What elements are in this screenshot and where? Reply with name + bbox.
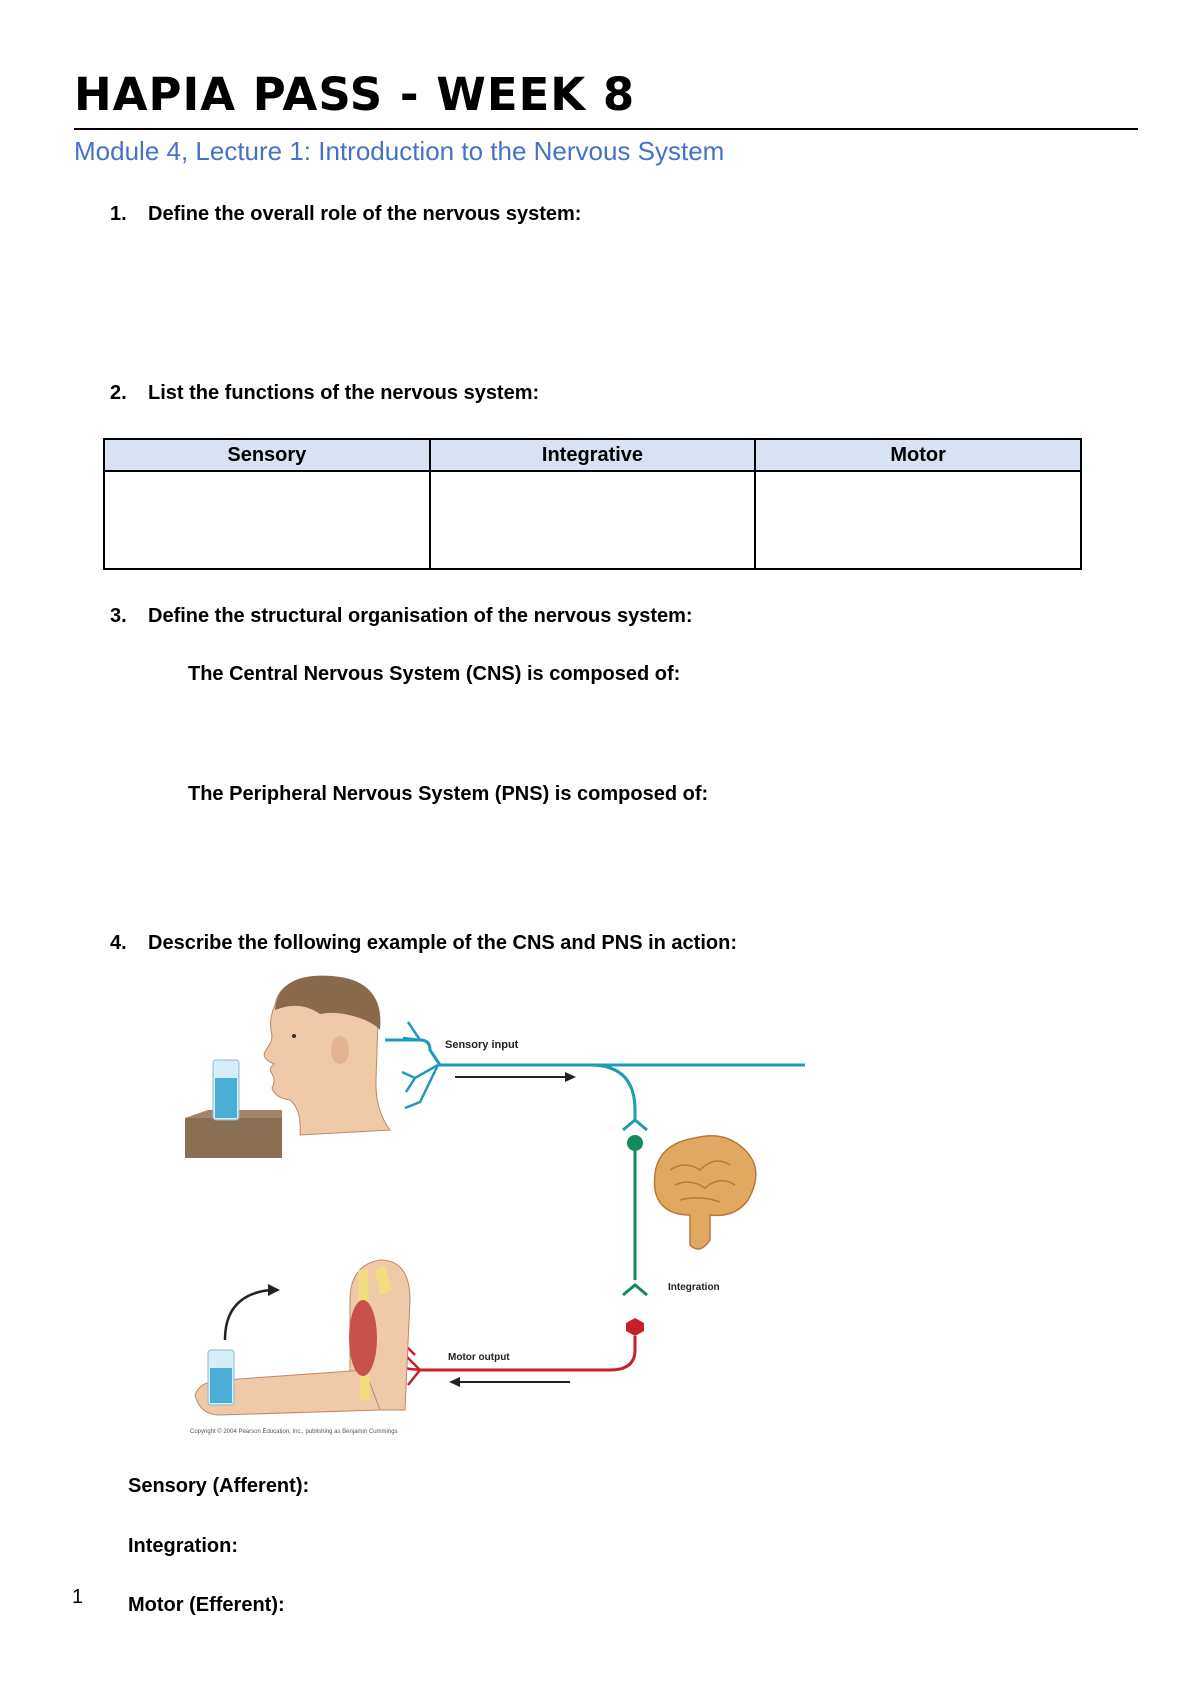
page-title: HAPIA PASS - WEEK 8 [74, 68, 636, 121]
table-header-integrative: Integrative [428, 438, 757, 472]
page-number: 1 [72, 1586, 84, 1608]
title-divider [74, 128, 1138, 130]
movement-arrow-head [268, 1284, 280, 1296]
question-text: Define the overall role of the nervous s… [148, 203, 582, 225]
pns-prompt: The Peripheral Nervous System (PNS) is c… [188, 783, 709, 805]
question-number: 3. [110, 605, 127, 627]
answer-integration: Integration: [128, 1535, 238, 1557]
question-1: 1. Define the overall role of the nervous… [110, 203, 581, 226]
question-4: 4. Describe the following example of the … [110, 932, 737, 955]
functions-table: Sensory Integrative Motor [103, 438, 1082, 570]
glass-on-table-illustration [185, 1059, 282, 1158]
motor-pathway [401, 1318, 644, 1386]
head-illustration [263, 975, 391, 1136]
question-number: 4. [110, 932, 127, 954]
arm-illustration [194, 1259, 411, 1416]
page-subtitle: Module 4, Lecture 1: Introduction to the… [74, 136, 725, 166]
question-2: 2. List the functions of the nervous syst… [110, 382, 539, 405]
glass-in-hand-illustration [207, 1349, 235, 1406]
question-text: List the functions of the nervous system… [148, 382, 540, 404]
answer-cell-sensory[interactable] [103, 470, 431, 570]
table-header-motor: Motor [754, 438, 1082, 472]
table-header-sensory: Sensory [103, 438, 431, 472]
integration-label: Integration [668, 1282, 720, 1293]
question-3: 3. Define the structural organisation of … [110, 605, 693, 628]
figure-copyright: Copyright © 2004 Pearson Education, Inc.… [190, 1428, 398, 1435]
reflex-arc-figure: Sensory input Integration Motor output C… [185, 975, 805, 1435]
sensory-pathway [385, 1021, 805, 1297]
answer-sensory-afferent: Sensory (Afferent): [128, 1475, 310, 1497]
movement-arrow [223, 1288, 271, 1341]
answer-cell-integrative[interactable] [428, 470, 757, 570]
answer-motor-efferent: Motor (Efferent): [128, 1594, 285, 1616]
sensory-arrow-head [565, 1072, 576, 1082]
question-text: Describe the following example of the CN… [148, 932, 737, 954]
cns-prompt: The Central Nervous System (CNS) is comp… [188, 663, 681, 685]
motor-arrow-head [449, 1377, 460, 1387]
answer-cell-motor[interactable] [754, 470, 1082, 570]
brain-illustration [653, 1135, 757, 1250]
question-number: 1. [110, 203, 127, 225]
question-text: Define the structural organisation of th… [148, 605, 693, 627]
motor-output-label: Motor output [448, 1352, 510, 1363]
question-number: 2. [110, 382, 127, 404]
sensory-input-label: Sensory input [445, 1039, 519, 1051]
